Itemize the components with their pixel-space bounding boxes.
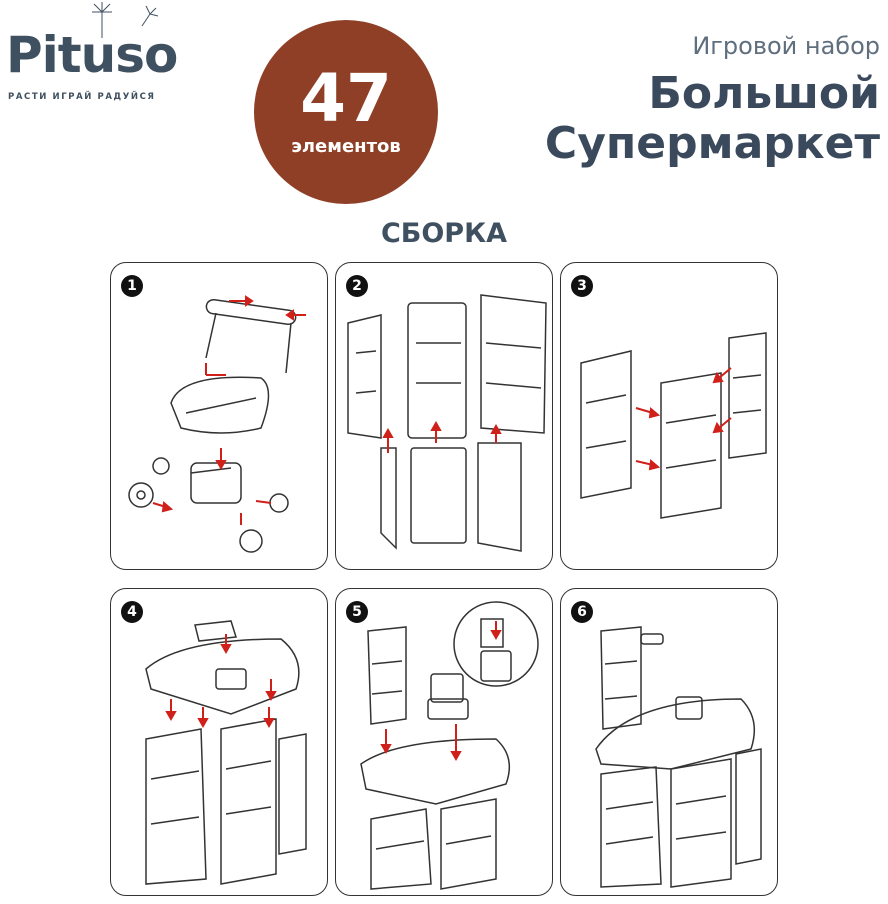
element-count: 47: [300, 60, 392, 137]
step-panel-1: 1: [110, 262, 328, 570]
shelf-panels-illustration: [347, 294, 547, 552]
brand-slogan: РАСТИ ИГРАЙ РАДУЙСЯ: [8, 92, 156, 102]
step-number-2: 2: [346, 275, 368, 297]
step-number-5: 5: [346, 601, 368, 623]
step-panel-4: 4: [110, 588, 328, 896]
brand-logo: Pituso: [6, 26, 178, 84]
step-number-1: 1: [121, 275, 143, 297]
dandelion-logo-icon: [82, 0, 172, 44]
section-title: СБОРКА: [380, 218, 508, 249]
step-panel-5: 5: [335, 588, 553, 896]
step-number-3: 3: [571, 275, 593, 297]
cart-assembly-illustration: [128, 295, 306, 553]
assembled-supermarket-illustration: [595, 626, 762, 888]
product-title-line-1: Большой: [648, 68, 880, 119]
product-title-line-2: Супермаркет: [544, 118, 880, 169]
step-number-4: 4: [121, 601, 143, 623]
step-panel-2: 2: [335, 262, 553, 570]
counter-top-illustration: [145, 620, 307, 885]
step-panel-6: 6: [560, 588, 778, 896]
product-subtitle: Игровой набор: [692, 32, 880, 60]
element-count-badge: 47 элементов: [254, 20, 438, 204]
step-number-6: 6: [571, 601, 593, 623]
shelf-units-illustration: [580, 332, 767, 519]
step-panel-3: 3: [560, 262, 778, 570]
side-rack-register-illustration: [360, 601, 539, 890]
element-count-unit: элементов: [291, 136, 401, 157]
